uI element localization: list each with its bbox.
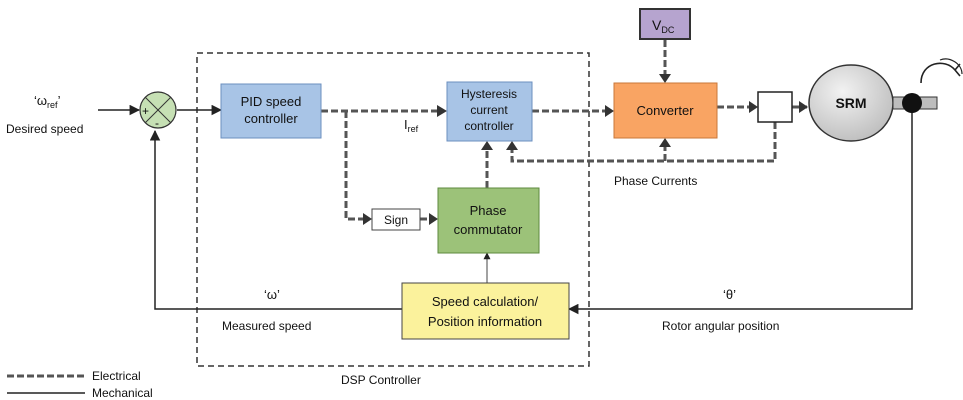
theta-label: ‘θ’: [723, 287, 736, 302]
sign-block: [371, 208, 421, 231]
pid-label-1: PID speed: [241, 94, 302, 109]
desired-speed-label: Desired speed: [6, 122, 83, 136]
phase-label-1: Phase: [470, 203, 507, 218]
converter-block: [613, 82, 718, 139]
rotor-position-label: Rotor angular position: [662, 319, 779, 333]
arrowhead-converter: [605, 105, 614, 117]
theta-feedback-line: [567, 112, 913, 315]
converter-label: Converter: [636, 103, 694, 118]
measured-speed-label: Measured speed: [222, 319, 311, 333]
hyst-label-3: controller: [464, 119, 513, 133]
arrowhead-hyst-bottom: [481, 141, 493, 150]
iref-sub: ref: [408, 124, 419, 134]
sign-label: Sign: [384, 213, 408, 227]
hysteresis-controller-block: [446, 81, 533, 142]
phase-current-feedback-line: [510, 122, 777, 163]
hyst-label-2: current: [470, 103, 508, 117]
arrowhead-sensor: [749, 101, 758, 113]
arrowhead-commutator: [429, 213, 438, 225]
summing-junction: + -: [139, 91, 177, 130]
phase-currents-label: Phase Currents: [614, 174, 697, 188]
current-sensor-box: [757, 91, 793, 123]
electrical-lines: [321, 40, 807, 221]
arrowhead-srm: [799, 101, 808, 113]
legend-mechanical-label: Mechanical: [92, 386, 153, 400]
pid-controller-block: [220, 83, 322, 139]
iref-label: Iref: [404, 117, 419, 134]
arrowhead-vdc: [659, 74, 671, 83]
omega-ref-sub: ref: [47, 100, 58, 110]
electrical-arrowheads: [363, 74, 808, 225]
vdc-sub: DC: [661, 25, 674, 35]
dsp-controller-label: DSP Controller: [341, 373, 421, 387]
arrowhead-sign: [363, 213, 372, 225]
phase-label-2: commutator: [454, 222, 523, 237]
legend: Electrical Mechanical: [7, 369, 153, 400]
arrowhead-hysteresis: [437, 105, 447, 117]
iref-main: I: [404, 117, 408, 132]
pid-label-2: controller: [244, 111, 298, 126]
summer-minus: -: [155, 116, 159, 130]
vdc-label: VDC: [652, 17, 675, 35]
dsp-controller-boundary: [196, 52, 590, 367]
omega-ref-main: ‘ω: [34, 93, 47, 108]
arrowhead-feedback-conv: [659, 138, 671, 147]
speed-label-1: Speed calculation/: [432, 294, 539, 309]
arrowhead-feedback-hyst: [506, 141, 518, 150]
srm-label: SRM: [835, 95, 866, 111]
shaft-encoder: [902, 93, 922, 113]
summer-plus: +: [142, 104, 149, 118]
legend-electrical-label: Electrical: [92, 369, 141, 383]
omega-ref-close: ’: [58, 93, 61, 108]
vdc-v: V: [652, 17, 662, 33]
speed-feedback-line: [149, 129, 402, 310]
vdc-block: [639, 8, 691, 40]
omega-label: ‘ω’: [264, 287, 280, 302]
rotation-arrow-icon-head: [939, 58, 963, 75]
phase-commutator-block: [437, 187, 540, 254]
hyst-label-1: Hysteresis: [461, 87, 517, 101]
omega-ref-label: ‘ωref’: [34, 93, 61, 110]
speed-label-2: Position information: [428, 314, 542, 329]
speed-calculation-block: [401, 282, 570, 340]
pid-to-sign-line: [344, 111, 363, 221]
rotation-arrow-icon: [920, 62, 961, 84]
